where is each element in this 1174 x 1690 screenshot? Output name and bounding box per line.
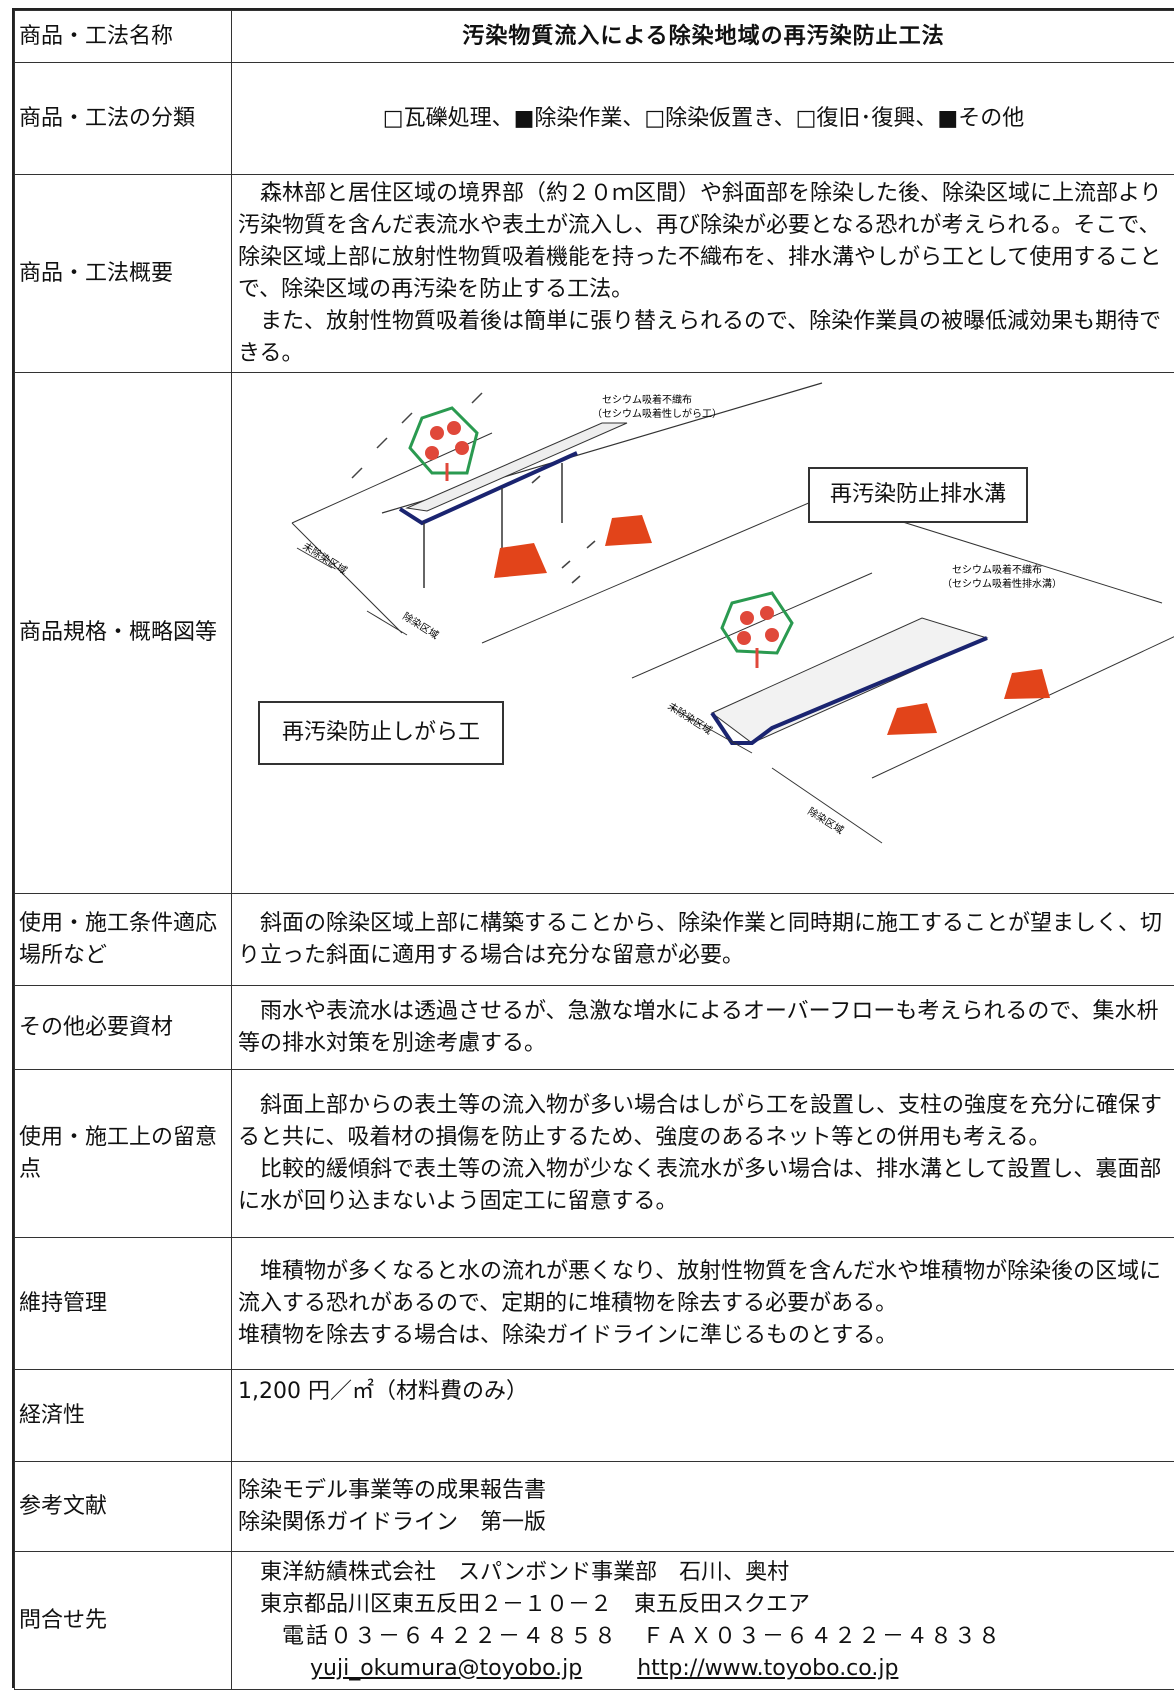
tree-lower-icon	[720, 591, 794, 668]
row-name: 商品・工法名称 汚染物質流入による除染地域の再汚染防止工法	[14, 10, 1174, 63]
label-category: 商品・工法の分類	[14, 62, 232, 175]
label-materials: その他必要資材	[14, 985, 232, 1070]
maintenance-line-2: 堆積物を除去する場合は、除染ガイドラインに準じるものとする。	[238, 1322, 898, 1348]
tree-upper-icon	[408, 406, 479, 481]
conditions-text: 斜面の除染区域上部に構築することから、除染作業と同時期に施工することが望ましく、…	[231, 893, 1174, 986]
label-references: 参考文献	[14, 1461, 232, 1552]
zone-removed-lower: 除染区域	[805, 805, 846, 837]
overview-paragraph-1: 森林部と居住区域の境界部（約２０ｍ区間）や斜面部を除染した後、除染区域に上流部よ…	[238, 180, 1162, 302]
category-options: □瓦礫処理、■除染作業、□除染仮置き、□復旧･復興、■その他	[231, 62, 1174, 175]
contact-address: 東京都品川区東五反田２－１０－２ 東五反田スクエア	[260, 1591, 811, 1617]
label-wattle-fence: 再汚染防止しがら工	[258, 701, 505, 765]
website-link[interactable]: http://www.toyobo.co.jp	[637, 1655, 899, 1681]
notes-paragraph-2: 比較的緩傾斜で表土等の流入物が少なく表流水が多い場合は、排水溝として設置し、裏面…	[238, 1156, 1162, 1214]
conditions-paragraph: 斜面の除染区域上部に構築することから、除染作業と同時期に施工することが望ましく、…	[238, 910, 1163, 968]
economy-value: 1,200 円／㎡（材料費のみ）	[231, 1369, 1174, 1462]
figure-cell: セシウム吸着不織布 （セシウム吸着性しがら工） セシウム吸着不織布 （セシウム吸…	[231, 372, 1174, 894]
notes-text: 斜面上部からの表土等の流入物が多い場合はしがら工を設置し、支柱の強度を充分に確保…	[231, 1069, 1174, 1238]
zone-removed-upper: 除染区域	[400, 610, 441, 642]
callout2-line2: （セシウム吸着性排水溝）	[942, 577, 1062, 590]
stump-icons-lower	[887, 669, 1050, 735]
materials-text: 雨水や表流水は透過させるが、急激な増水によるオーバーフローも考えられるので、集水…	[231, 985, 1174, 1070]
label-maintenance: 維持管理	[14, 1237, 232, 1370]
row-materials: その他必要資材 雨水や表流水は透過させるが、急激な増水によるオーバーフローも考え…	[14, 985, 1174, 1070]
overview-text: 森林部と居住区域の境界部（約２０ｍ区間）や斜面部を除染した後、除染区域に上流部よ…	[231, 174, 1174, 373]
ditch-diagram	[631, 572, 1174, 844]
label-overview: 商品・工法概要	[14, 174, 232, 373]
contact-text: 東洋紡績株式会社 スパンボンド事業部 石川、奥村 東京都品川区東五反田２－１０－…	[231, 1551, 1174, 1690]
overview-paragraph-2: また、放射性物質吸着後は簡単に張り替えられるので、除染作業員の被曝低減効果も期待…	[238, 308, 1162, 366]
wattle-diagram	[291, 382, 1163, 644]
row-figure: 商品規格・概略図等	[14, 372, 1174, 894]
row-contact: 問合せ先 東洋紡績株式会社 スパンボンド事業部 石川、奥村 東京都品川区東五反田…	[14, 1551, 1174, 1690]
row-economy: 経済性 1,200 円／㎡（材料費のみ）	[14, 1369, 1174, 1462]
row-conditions: 使用・施工条件適応場所など 斜面の除染区域上部に構築することから、除染作業と同時…	[14, 893, 1174, 986]
contact-company: 東洋紡績株式会社 スパンボンド事業部 石川、奥村	[260, 1559, 790, 1585]
reference-1: 除染モデル事業等の成果報告書	[238, 1477, 547, 1503]
label-notes: 使用・施工上の留意点	[14, 1069, 232, 1238]
maintenance-paragraph: 堆積物が多くなると水の流れが悪くなり、放射性物質を含んだ水や堆積物が除染後の区域…	[238, 1258, 1162, 1316]
label-conditions: 使用・施工条件適応場所など	[14, 893, 232, 986]
callout2-line1: セシウム吸着不織布	[952, 563, 1042, 576]
schematic-figure: セシウム吸着不織布 （セシウム吸着性しがら工） セシウム吸着不織布 （セシウム吸…	[232, 373, 1174, 893]
row-references: 参考文献 除染モデル事業等の成果報告書 除染関係ガイドライン 第一版	[14, 1461, 1174, 1552]
label-name: 商品・工法名称	[14, 10, 232, 63]
row-overview: 商品・工法概要 森林部と居住区域の境界部（約２０ｍ区間）や斜面部を除染した後、除…	[14, 174, 1174, 373]
row-maintenance: 維持管理 堆積物が多くなると水の流れが悪くなり、放射性物質を含んだ水や堆積物が除…	[14, 1237, 1174, 1370]
maintenance-text: 堆積物が多くなると水の流れが悪くなり、放射性物質を含んだ水や堆積物が除染後の区域…	[231, 1237, 1174, 1370]
contact-phone: 電話０３－６４２２－４８５８ ＦＡＸ０３－６４２２－４８３８	[282, 1623, 1003, 1649]
row-category: 商品・工法の分類 □瓦礫処理、■除染作業、□除染仮置き、□復旧･復興、■その他	[14, 62, 1174, 175]
email-link[interactable]: yuji_okumura@toyobo.jp	[310, 1655, 583, 1681]
method-title: 汚染物質流入による除染地域の再汚染防止工法	[231, 10, 1174, 63]
schematic-illustration: セシウム吸着不織布 （セシウム吸着性しがら工） セシウム吸着不織布 （セシウム吸…	[291, 382, 1174, 844]
stump-icons-upper	[494, 515, 652, 578]
callout1-line2: （セシウム吸着性しがら工）	[592, 407, 722, 420]
label-drain-ditch: 再汚染防止排水溝	[808, 467, 1029, 523]
label-economy: 経済性	[14, 1369, 232, 1462]
row-notes: 使用・施工上の留意点 斜面上部からの表土等の流入物が多い場合はしがら工を設置し、…	[14, 1069, 1174, 1238]
notes-paragraph-1: 斜面上部からの表土等の流入物が多い場合はしがら工を設置し、支柱の強度を充分に確保…	[238, 1092, 1163, 1150]
materials-paragraph: 雨水や表流水は透過させるが、急激な増水によるオーバーフローも考えられるので、集水…	[238, 998, 1159, 1056]
zone-unremoved-lower: 未除染区域	[665, 700, 714, 738]
callout1-line1: セシウム吸着不織布	[602, 393, 692, 406]
label-figure: 商品規格・概略図等	[14, 372, 232, 894]
references-text: 除染モデル事業等の成果報告書 除染関係ガイドライン 第一版	[231, 1461, 1174, 1552]
contact-links: yuji_okumura@toyobo.jp http://www.toyobo…	[238, 1653, 1169, 1685]
label-contact: 問合せ先	[14, 1551, 232, 1690]
zone-unremoved-upper: 未除染区域	[300, 540, 349, 578]
spec-table: 商品・工法名称 汚染物質流入による除染地域の再汚染防止工法 商品・工法の分類 □…	[14, 10, 1174, 1690]
reference-2: 除染関係ガイドライン 第一版	[238, 1509, 547, 1535]
grass-marks	[351, 392, 596, 584]
product-sheet: 商品・工法名称 汚染物質流入による除染地域の再汚染防止工法 商品・工法の分類 □…	[12, 8, 1174, 1690]
